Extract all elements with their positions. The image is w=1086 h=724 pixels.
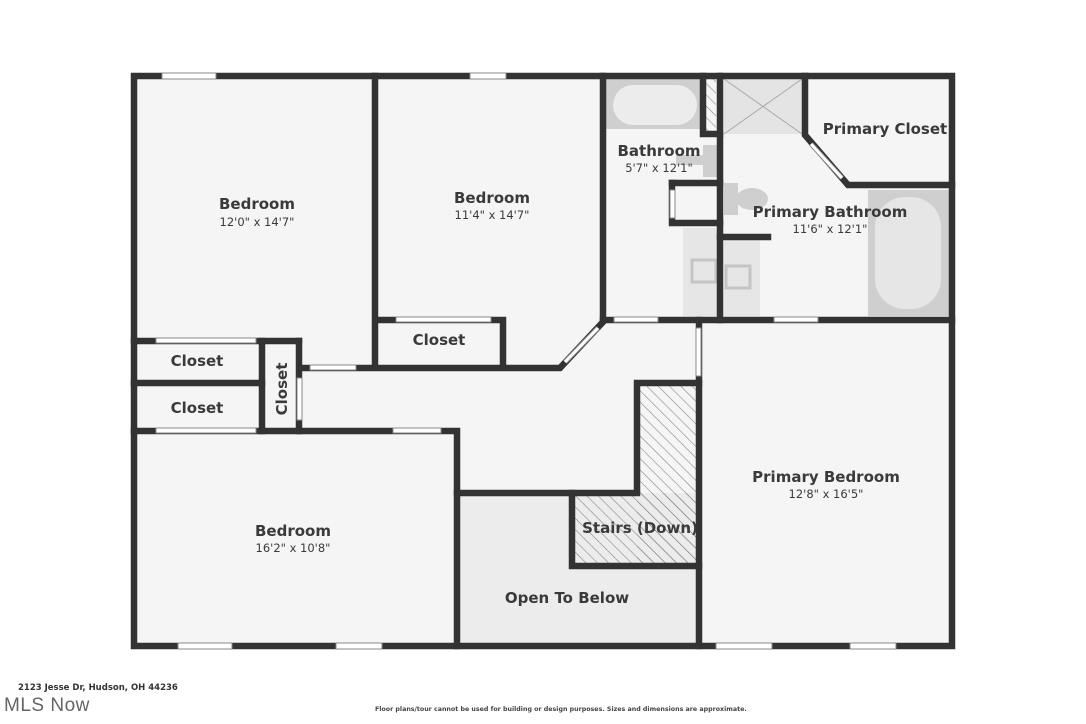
room-label-bedroom: Bedroom [219, 195, 295, 213]
stairs-hatch-lower [572, 493, 699, 566]
windows [155, 72, 897, 650]
room-dims-primary-bedroom: 12'8" x 16'5" [789, 487, 864, 501]
room-dims-bedroom: 16'2" x 10'8" [256, 541, 331, 555]
bathroom-fixtures [606, 78, 950, 316]
chase-hatch [706, 79, 716, 131]
room-label-closet: Closet [273, 363, 291, 416]
room-label-primary-closet: Primary Closet [823, 120, 947, 138]
room-label-bedroom: Bedroom [255, 522, 331, 540]
disclaimer: Floor plans/tour cannot be used for buil… [375, 706, 747, 713]
room-label-open-below: Open To Below [505, 589, 629, 607]
brand-logo: MLS Now [4, 695, 90, 716]
room-dims-bedroom: 12'0" x 14'7" [220, 215, 295, 229]
room-label-closet: Closet [413, 331, 466, 349]
room-label-bathroom: Bathroom [617, 142, 700, 160]
room-dims-primary-bathroom: 11'6" x 12'1" [793, 222, 868, 236]
room-label-primary-bedroom: Primary Bedroom [752, 468, 900, 486]
room-label-stairs: Stairs (Down) [582, 519, 698, 537]
room-dims-bedroom: 11'4" x 14'7" [455, 208, 530, 222]
room-label-bedroom: Bedroom [454, 189, 530, 207]
property-address: 2123 Jesse Dr, Hudson, OH 44236 [18, 683, 178, 693]
room-dims-bathroom: 5'7" x 12'1" [625, 161, 693, 175]
room-label-primary-bathroom: Primary Bathroom [753, 203, 908, 221]
room-label-closet: Closet [171, 352, 224, 370]
room-label-closet: Closet [171, 399, 224, 417]
